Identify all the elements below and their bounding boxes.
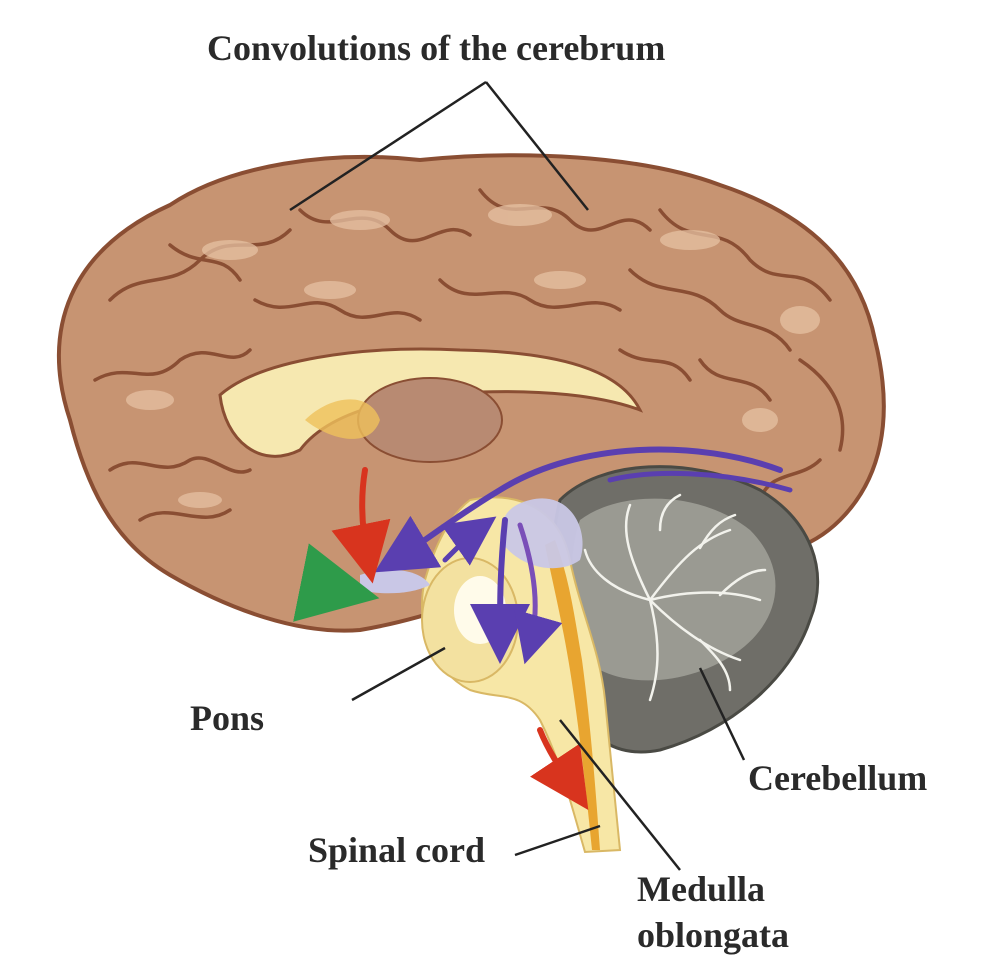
convolutions-label: Convolutions of the cerebrum — [207, 28, 666, 68]
leader-pons — [351, 646, 446, 702]
medulla-oblongata-label: Medulla oblongata — [637, 866, 789, 958]
leader-convolutions-left — [289, 80, 487, 212]
leader-medulla — [559, 719, 681, 871]
cerebellum-label: Cerebellum — [748, 758, 928, 798]
pons-label: Pons — [190, 698, 265, 738]
spinal-cord-label: Spinal cord — [308, 830, 486, 870]
cerebrum-highlights — [126, 204, 820, 508]
leader-spinal-cord — [514, 824, 601, 857]
leader-lines — [289, 80, 746, 871]
leader-convolutions-right — [485, 81, 589, 211]
pathway-arrows — [293, 446, 793, 810]
medulla-label-line1: Medulla — [637, 869, 766, 909]
medulla-label-line2: oblongata — [637, 915, 790, 955]
inner-region — [218, 347, 644, 458]
leader-cerebellum — [698, 667, 746, 761]
arbor-vitae — [583, 493, 767, 702]
